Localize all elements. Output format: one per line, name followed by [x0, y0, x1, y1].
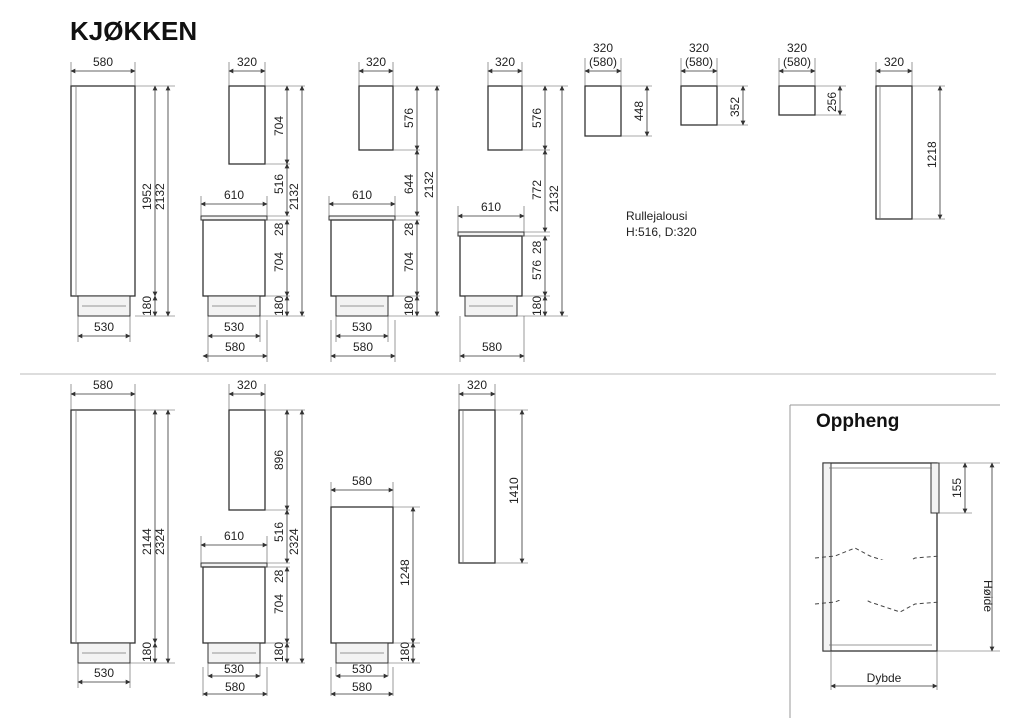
- r2-col3-cabinet: 580 1248 180 530 580: [330, 474, 420, 697]
- s2-width2: (580): [685, 55, 713, 69]
- r1c3-base-w2: 580: [353, 340, 373, 354]
- r2c2-total: 2324: [287, 528, 301, 555]
- r1c4-plinth: 180: [530, 296, 544, 316]
- r1c2-top-height: 704: [272, 116, 286, 136]
- oppheng-dybde: Dybde: [867, 671, 902, 685]
- r1-tall-h2: 2132: [153, 183, 167, 210]
- r1-tall-base: 530: [94, 320, 114, 334]
- r2c2-top-width: 320: [237, 378, 257, 392]
- r2-tall-h2: 2324: [153, 528, 167, 555]
- r2c2-counter-width: 610: [224, 529, 244, 543]
- note-line2: H:516, D:320: [626, 225, 697, 239]
- r2c2-base-w2: 580: [225, 680, 245, 694]
- small-cabinet-256: 320 (580) 256: [778, 41, 846, 116]
- r2-col4-wall-cabinet: 320 1410: [458, 378, 528, 564]
- r1c2-gap: 516: [272, 174, 286, 194]
- r1c4-base-w2: 580: [482, 340, 502, 354]
- s1-width: 320: [593, 41, 613, 55]
- r1c4-base-height: 576: [530, 260, 544, 280]
- r1c4-top-width: 320: [495, 55, 515, 69]
- r2-tall-base: 530: [94, 666, 114, 680]
- r2c3-height: 1248: [398, 559, 412, 586]
- r1c3-top-height: 576: [402, 108, 416, 128]
- s3-height: 256: [825, 92, 839, 112]
- r1c3-base-height: 704: [402, 252, 416, 272]
- r1-tall-plinth: 180: [140, 296, 154, 316]
- r2-col2-cabinets: 320 896 516 2324 610 28 704 180 530 580: [200, 378, 305, 697]
- r1c2-top-width: 320: [237, 55, 257, 69]
- r1c4-total: 2132: [547, 185, 561, 212]
- r1c3-base-w1: 530: [352, 320, 372, 334]
- r1c2-plinth: 180: [272, 296, 286, 316]
- s2-height: 352: [728, 97, 742, 117]
- r2c4-height: 1410: [507, 477, 521, 504]
- r2c3-plinth: 180: [398, 642, 412, 662]
- r1c2-total: 2132: [287, 183, 301, 210]
- s1-width2: (580): [589, 55, 617, 69]
- small-cabinet-352: 320 (580) 352: [680, 41, 748, 126]
- r2c3-width: 580: [352, 474, 372, 488]
- r2c2-gap: 516: [272, 522, 286, 542]
- s2-width: 320: [689, 41, 709, 55]
- r1-tall-h1: 1952: [140, 183, 154, 210]
- r2c2-top-height: 896: [272, 450, 286, 470]
- r2c2-base-height: 704: [272, 594, 286, 614]
- r2c4-width: 320: [467, 378, 487, 392]
- r1c4-counter-width: 610: [481, 200, 501, 214]
- r1c3-counter-thick: 28: [402, 222, 416, 236]
- r2-tall-cabinet: 580 2144 2324 180 530: [70, 378, 175, 688]
- r1c2-counter-width: 610: [224, 188, 244, 202]
- r1c4-top-height: 576: [530, 108, 544, 128]
- r1c3-total: 2132: [422, 171, 436, 198]
- r2-tall-plinth: 180: [140, 642, 154, 662]
- r1c3-counter-width: 610: [352, 188, 372, 202]
- r1c4-counter-thick: 28: [530, 240, 544, 254]
- r1c2-base-height: 704: [272, 252, 286, 272]
- r1c2-base-w2: 580: [225, 340, 245, 354]
- oppheng-title: Oppheng: [816, 411, 899, 432]
- r1-col2-cabinets: 320 704 516 2132 610 28 704 180 530 580: [200, 55, 305, 362]
- r1-col4-cabinets: 320 576 772 2132 610 28 576 180 580: [457, 55, 568, 362]
- page-title: KJØKKEN: [70, 16, 197, 46]
- r1c3-plinth: 180: [402, 296, 416, 316]
- oppheng-hojde: Høide: [981, 580, 995, 612]
- r1-col3-cabinets: 320 576 644 2132 610 28 704 180 530 580: [328, 55, 440, 362]
- s4-width: 320: [884, 55, 904, 69]
- s3-width: 320: [787, 41, 807, 55]
- r1c3-gap: 644: [402, 174, 416, 194]
- r2c3-base-w2: 580: [352, 680, 372, 694]
- oppheng-155: 155: [950, 478, 964, 498]
- r2c2-base-w1: 530: [224, 662, 244, 676]
- r1-tall-width: 580: [93, 55, 113, 69]
- s1-height: 448: [632, 101, 646, 121]
- r2-tall-h1: 2144: [140, 528, 154, 555]
- r1c2-base-w1: 530: [224, 320, 244, 334]
- r2c2-counter-thick: 28: [272, 569, 286, 583]
- r1c3-top-width: 320: [366, 55, 386, 69]
- s3-width2: (580): [783, 55, 811, 69]
- r2-tall-width: 580: [93, 378, 113, 392]
- small-cabinet-448: 320 (580) 448: [584, 41, 652, 137]
- r1-tall-cabinet: 580 1952 2132 180 530: [70, 55, 175, 342]
- note-line1: Rullejalousi: [626, 209, 687, 223]
- r1c2-counter-thick: 28: [272, 222, 286, 236]
- tall-wall-cabinet-1218: 320 1218: [875, 55, 945, 220]
- s4-height: 1218: [925, 141, 939, 168]
- r2c2-plinth: 180: [272, 642, 286, 662]
- oppheng-panel: Oppheng 155 Høide Dybde: [789, 404, 1000, 718]
- r2c3-base-w1: 530: [352, 662, 372, 676]
- r1c4-gap: 772: [530, 180, 544, 200]
